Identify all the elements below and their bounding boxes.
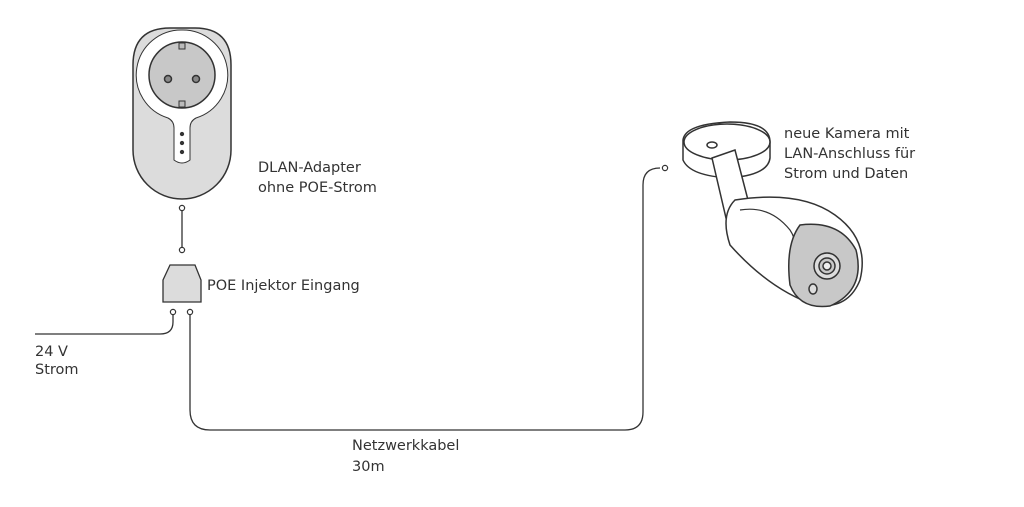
power-label-line2: Strom xyxy=(35,362,79,378)
connector-dots xyxy=(169,164,669,316)
power-label-line1: 24 V xyxy=(35,344,68,360)
camera-icon xyxy=(682,121,863,308)
connections xyxy=(35,167,661,431)
dlan-adapter-label-line1: DLAN-Adapter xyxy=(258,160,361,176)
cable-label-line2: 30m xyxy=(352,459,385,475)
power-cable xyxy=(35,315,174,335)
poe-injector-icon xyxy=(162,264,202,303)
dlan-adapter-icon xyxy=(132,27,232,200)
camera-label-line2: LAN-Anschluss für xyxy=(784,146,915,162)
cable-label-line1: Netzwerkkabel xyxy=(352,438,459,454)
camera-label-line1: neue Kamera mit xyxy=(784,126,910,142)
dlan-adapter-label-line2: ohne POE-Strom xyxy=(258,180,377,196)
camera-label-line3: Strom und Daten xyxy=(784,166,908,182)
network-cable xyxy=(189,167,661,431)
poe-injector-label: POE Injektor Eingang xyxy=(207,278,360,294)
